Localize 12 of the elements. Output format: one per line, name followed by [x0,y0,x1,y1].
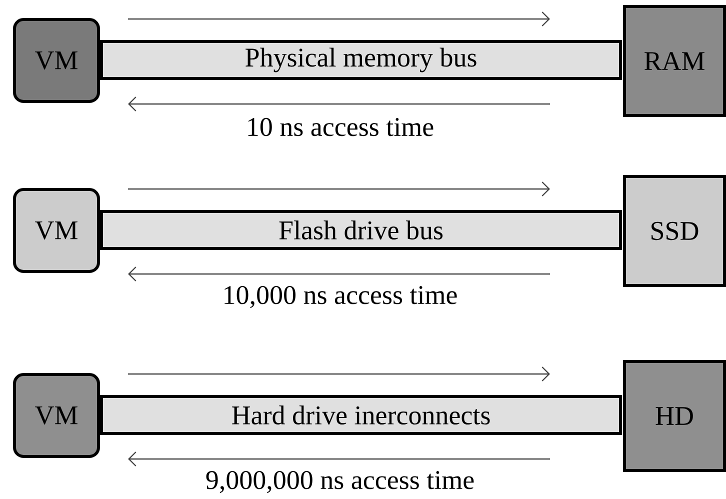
vm-box: VM [13,373,100,458]
bus-band: Hard drive inerconnects [100,395,622,435]
bus-band: Flash drive bus [100,210,622,250]
bus-band: Physical memory bus [100,40,622,80]
device-box: HD [623,360,726,472]
vm-box: VM [13,188,100,273]
access-time-label: 10,000 ns access time [224,286,457,308]
device-box: SSD [623,175,726,287]
access-time-label: 10 ns access time [248,118,434,136]
vm-box: VM [13,18,100,103]
device-box: RAM [623,5,726,117]
access-time-label: 9,000,000 ns access time [206,470,474,494]
